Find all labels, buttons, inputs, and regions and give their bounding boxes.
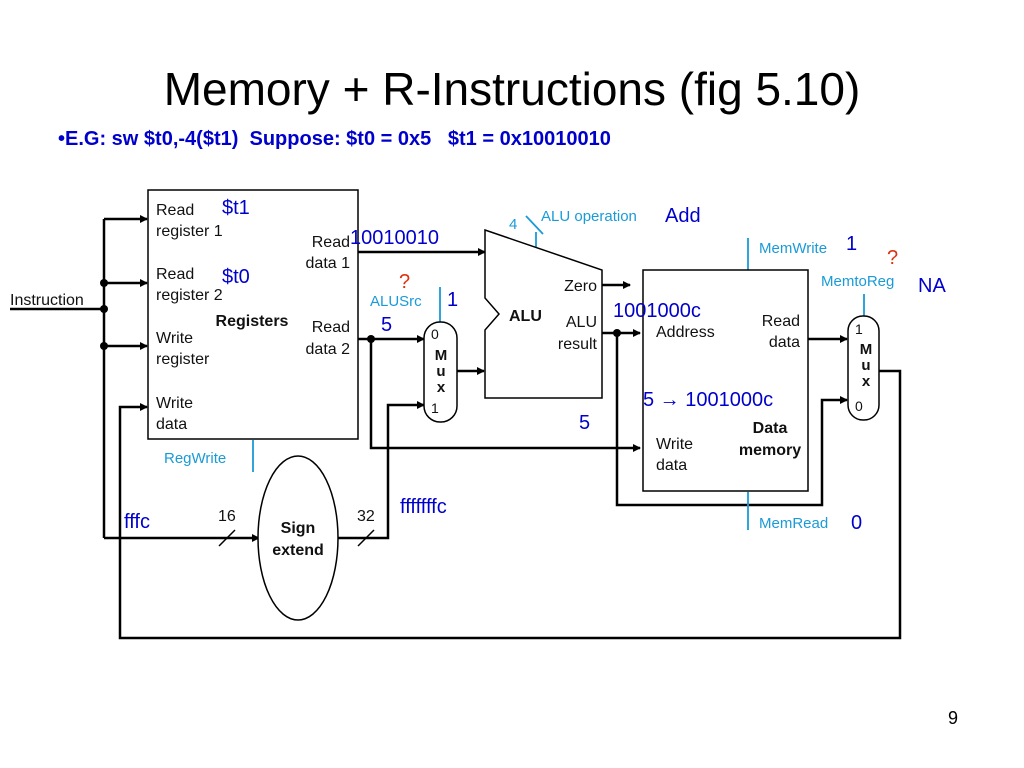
wire-writeback (118, 369, 902, 640)
annotation-mem-store: 5 → 1001000c (643, 389, 773, 411)
memread-label: MemRead (759, 515, 828, 532)
alu-result-label: result (558, 336, 598, 353)
write-register-label: register (156, 351, 210, 368)
bits-in-label: 16 (218, 508, 236, 525)
read-register-2-label: Read (156, 266, 194, 283)
alu-zero-label: Zero (564, 278, 597, 295)
mem-address-label: Address (656, 324, 715, 341)
annotation-alu-operation: Add (665, 205, 701, 227)
annotation-alusrc-question: ? (399, 271, 410, 293)
memtoreg-label: MemtoReg (821, 273, 894, 290)
wire-to-mem-write-data (369, 339, 641, 452)
junction-dot (100, 279, 108, 287)
instruction-label: Instruction (10, 292, 84, 309)
mux-letter: u (861, 357, 870, 374)
annotation-memtoreg-question: ? (887, 247, 898, 269)
alu-op-tick (525, 215, 544, 235)
annotation-alusrc-value: 1 (447, 289, 458, 311)
mux-input-0: 0 (431, 326, 439, 342)
alu-result-label: ALU (566, 314, 597, 331)
wires (10, 215, 902, 640)
register-file (147, 189, 359, 440)
annotation-memtoreg: NA (918, 275, 946, 297)
mux-input-1: 1 (431, 400, 439, 416)
registers-name: Registers (216, 313, 289, 330)
mem-write-data-label: data (656, 457, 687, 474)
junction-dot (100, 305, 108, 313)
write-data-label: data (156, 416, 187, 433)
mem-write-data-label: Write (656, 436, 693, 453)
mux-input-0: 0 (855, 398, 863, 414)
bus-width-tick (218, 529, 236, 547)
alu-name: ALU (509, 308, 542, 325)
wire-sign-extend-out (337, 401, 425, 540)
slide-title: Memory + R-Instructions (fig 5.10) (163, 63, 861, 115)
mux-letter: M (860, 341, 873, 358)
read-register-1-label: register 1 (156, 223, 223, 240)
annotation-sign-extend-out: fffffffc (400, 496, 447, 518)
mux-input-1: 1 (855, 321, 863, 337)
write-data-label: Write (156, 395, 193, 412)
read-register-1-label: Read (156, 202, 194, 219)
data-memory-name: Data (753, 420, 788, 437)
write-register-label: Write (156, 330, 193, 347)
annotation-memwrite: 1 (846, 233, 857, 255)
sign-extend-unit (257, 455, 339, 621)
mem-to-reg-mux (847, 315, 880, 421)
data-memory-name: memory (739, 442, 801, 459)
alu-unit (484, 228, 603, 399)
annotation-t1: $t1 (222, 197, 250, 219)
mem-read-data-label: data (769, 334, 800, 351)
annotation-read-data-2: 5 (381, 314, 392, 336)
mux-letter: x (437, 379, 446, 396)
alu-operation-label: ALU operation (541, 208, 637, 225)
memwrite-label: MemWrite (759, 240, 827, 257)
annotation-write-data: 5 (579, 412, 590, 434)
alu-src-mux (423, 321, 458, 423)
mux-letter: M (435, 347, 448, 364)
wire-alu-bypass (615, 333, 848, 507)
regwrite-label: RegWrite (164, 450, 226, 467)
annotation-memread: 0 (851, 512, 862, 534)
annotation-immediate: fffc (124, 511, 150, 533)
bits-out-label: 32 (357, 508, 375, 525)
sign-extend-label: extend (272, 542, 324, 559)
register-file-labels: Read register 1 Read register 2 Write re… (156, 202, 350, 433)
junction-dot (100, 342, 108, 350)
alusrc-label: ALUSrc (370, 293, 422, 310)
example-line: •E.G: sw $t0,-4($t1) Suppose: $t0 = 0x5 … (58, 128, 611, 150)
bus-width-tick (357, 529, 375, 547)
mux-letter: u (436, 363, 445, 380)
alu-op-bits-label: 4 (509, 216, 517, 233)
mem-read-data-label: Read (762, 313, 800, 330)
read-data-2-label: Read (312, 319, 350, 336)
mux-letter: x (862, 373, 871, 390)
slide-number: 9 (948, 708, 959, 728)
read-data-2-label: data 2 (306, 341, 351, 358)
sign-extend-label: Sign (281, 520, 316, 537)
annotation-alu-result: 1001000c (613, 300, 701, 322)
read-register-2-label: register 2 (156, 287, 223, 304)
annotation-t0: $t0 (222, 266, 250, 288)
annotations: $t1 $t0 10010010 ? 1 5 Add 1 ? NA 100100… (124, 197, 946, 534)
read-data-1-label: data 1 (306, 255, 351, 272)
annotation-read-data-1: 10010010 (350, 227, 439, 249)
read-data-1-label: Read (312, 234, 350, 251)
data-memory (642, 269, 809, 492)
